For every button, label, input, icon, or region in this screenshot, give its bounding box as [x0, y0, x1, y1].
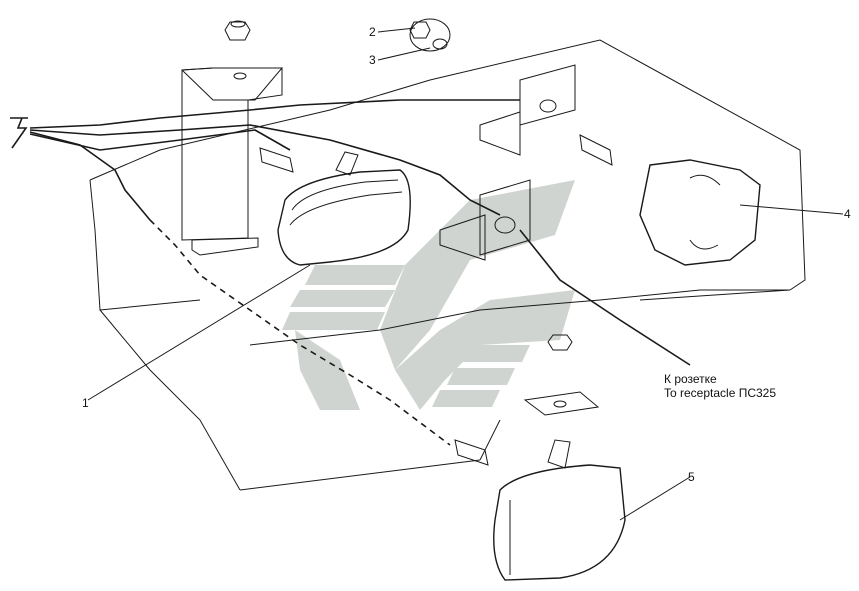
callout-1: 1 — [82, 396, 89, 410]
callout-5: 5 — [688, 470, 695, 484]
logo-watermark — [282, 180, 575, 410]
receptacle-note: К розетке To receptacle ПС325 — [664, 372, 776, 400]
receptacle-note-en: To receptacle ПС325 — [664, 386, 777, 400]
receptacle-note-ru: К розетке — [664, 372, 717, 386]
callout-4: 4 — [844, 207, 851, 221]
callout-3: 3 — [369, 53, 376, 67]
callout-2: 2 — [369, 25, 376, 39]
